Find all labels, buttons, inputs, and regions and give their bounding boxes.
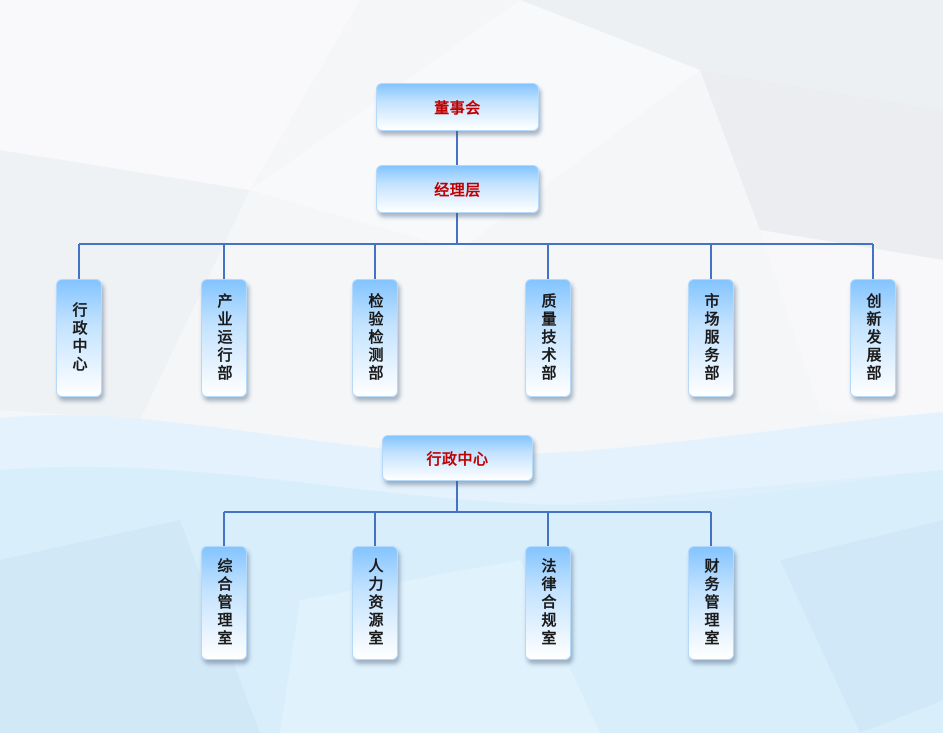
management-node[interactable]: 经理层 — [376, 165, 539, 213]
department-node-industry-operation[interactable]: 产业运行部 — [201, 279, 247, 397]
department-node-admin-center[interactable]: 行政中心 — [56, 279, 102, 397]
office-node-general-management[interactable]: 综合管理室 — [201, 546, 247, 660]
office-node-legal-compliance[interactable]: 法律合规室 — [525, 546, 571, 660]
office-label: 法律合规室 — [539, 558, 558, 648]
management-label: 经理层 — [434, 180, 481, 199]
department-label: 检验检测部 — [366, 293, 385, 383]
admin-center-label: 行政中心 — [426, 449, 489, 468]
department-node-innovation-development[interactable]: 创新发展部 — [850, 279, 896, 397]
office-node-human-resources[interactable]: 人力资源室 — [352, 546, 398, 660]
department-label: 质量技术部 — [539, 293, 558, 383]
office-label: 财务管理室 — [702, 558, 721, 648]
department-node-market-service[interactable]: 市场服务部 — [688, 279, 734, 397]
department-label: 市场服务部 — [702, 293, 721, 383]
office-label: 人力资源室 — [366, 558, 385, 648]
department-label: 创新发展部 — [864, 293, 883, 383]
admin-center-node[interactable]: 行政中心 — [382, 435, 533, 481]
department-node-quality-technology[interactable]: 质量技术部 — [525, 279, 571, 397]
office-node-finance-management[interactable]: 财务管理室 — [688, 546, 734, 660]
office-label: 综合管理室 — [215, 558, 234, 648]
department-label: 产业运行部 — [215, 293, 234, 383]
department-node-inspection-testing[interactable]: 检验检测部 — [352, 279, 398, 397]
board-node[interactable]: 董事会 — [376, 83, 539, 131]
board-label: 董事会 — [434, 98, 481, 117]
department-label: 行政中心 — [70, 302, 89, 374]
